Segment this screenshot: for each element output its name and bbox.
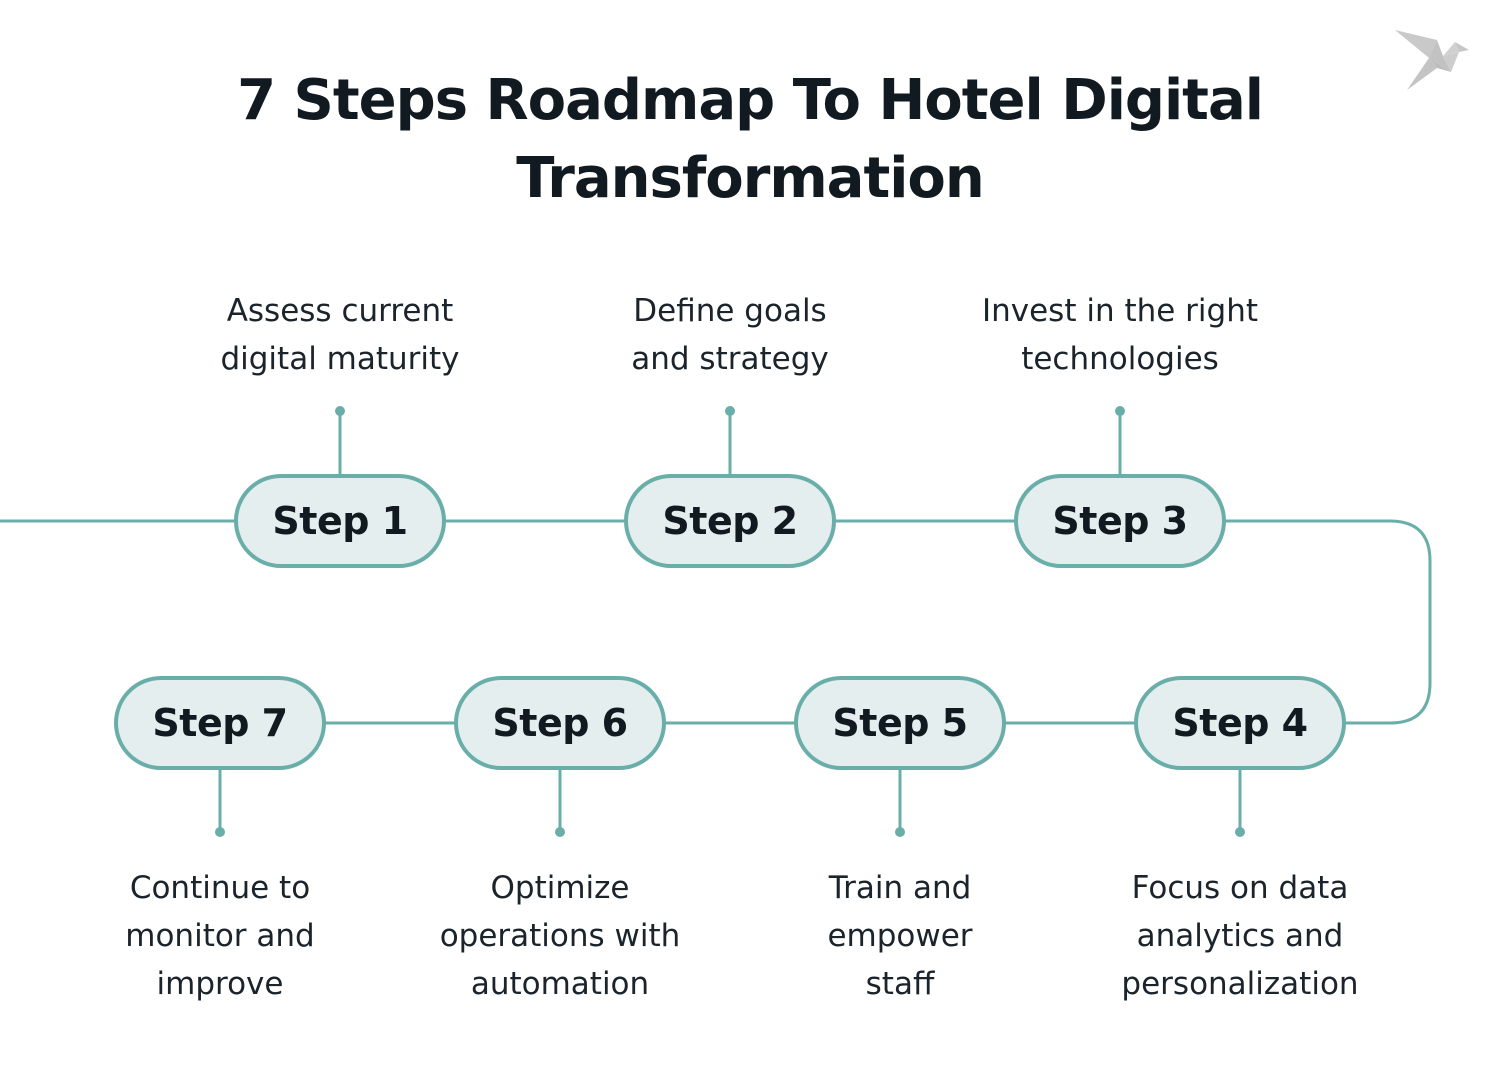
step-6-label: Step 6 — [492, 701, 628, 745]
step-2-description: Define goals and strategy — [631, 293, 829, 377]
step-7-pill: Step 7 — [114, 676, 326, 770]
step-1-pill: Step 1 — [234, 474, 446, 568]
step-6-pill: Step 6 — [454, 676, 666, 770]
step-1-label: Step 1 — [272, 499, 408, 543]
step-2-label: Step 2 — [662, 499, 798, 543]
step-6-description: Optimize operations with automation — [439, 870, 681, 1002]
step-1-description: Assess current digital maturity — [220, 293, 460, 377]
step-4-description: Focus on data analytics and personalizat… — [1121, 870, 1359, 1002]
step-4-label: Step 4 — [1172, 701, 1308, 745]
step-3-label: Step 3 — [1052, 499, 1188, 543]
title-line-1: 7 Steps Roadmap To Hotel Digital — [237, 68, 1264, 133]
step-2-pill: Step 2 — [624, 474, 836, 568]
step-5-pill: Step 5 — [794, 676, 1006, 770]
step-5-description: Train and empower staff — [827, 870, 973, 1002]
step-4-pill: Step 4 — [1134, 676, 1346, 770]
step-3-pill: Step 3 — [1014, 474, 1226, 568]
step-7-description: Continue to monitor and improve — [125, 870, 315, 1002]
step-3-description: Invest in the right technologies — [981, 293, 1259, 377]
step-5-label: Step 5 — [832, 701, 968, 745]
step-7-label: Step 7 — [152, 701, 288, 745]
origami-bird-icon — [1395, 30, 1469, 90]
page-title: 7 Steps Roadmap To Hotel Digital Transfo… — [0, 62, 1500, 218]
title-line-2: Transformation — [516, 146, 985, 211]
